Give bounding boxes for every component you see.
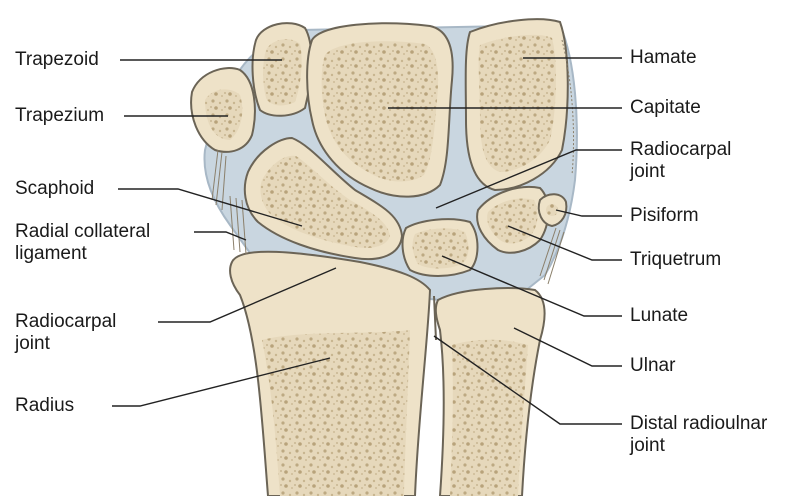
- radius-bone: [230, 252, 430, 496]
- distal-radioulnar-joint: [434, 296, 436, 340]
- label-radial-collateral-ligament: Radial collateral ligament: [15, 221, 150, 265]
- label-hamate: Hamate: [630, 47, 697, 69]
- label-triquetrum: Triquetrum: [630, 249, 721, 271]
- label-lunate: Lunate: [630, 305, 688, 327]
- lunate-bone: [403, 219, 478, 276]
- label-radius: Radius: [15, 395, 74, 417]
- label-radiocarpal-joint-right: Radiocarpal joint: [630, 139, 731, 183]
- label-trapezoid: Trapezoid: [15, 49, 99, 71]
- label-scaphoid: Scaphoid: [15, 178, 94, 200]
- pisiform-bone: [539, 194, 567, 226]
- label-distal-radioulnar-joint: Distal radioulnar joint: [630, 413, 767, 457]
- trapezoid-bone: [253, 23, 312, 116]
- label-capitate: Capitate: [630, 97, 701, 119]
- label-radiocarpal-joint-left: Radiocarpal joint: [15, 311, 116, 355]
- ulna-bone: [436, 288, 545, 496]
- label-ulnar: Ulnar: [630, 355, 675, 377]
- trapezium-bone: [191, 68, 255, 152]
- label-trapezium: Trapezium: [15, 105, 104, 127]
- label-pisiform: Pisiform: [630, 205, 699, 227]
